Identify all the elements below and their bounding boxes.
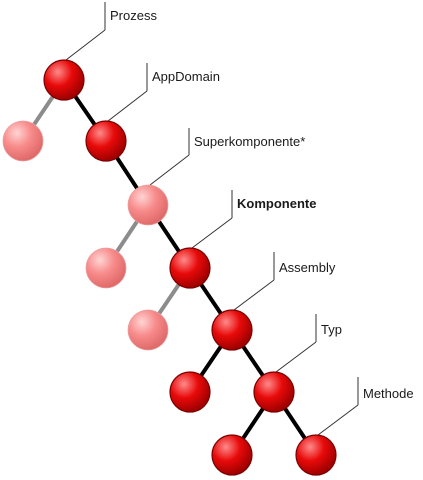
tree-nodes bbox=[2, 59, 337, 476]
callout-leader-prozess bbox=[65, 29, 106, 61]
callout-leader-superkomponente bbox=[149, 154, 190, 186]
label-appdomain: AppDomain bbox=[152, 69, 220, 84]
callout-lines bbox=[65, 2, 359, 436]
node-methode bbox=[295, 434, 337, 476]
node-komponente bbox=[169, 247, 211, 289]
label-assembly: Assembly bbox=[279, 260, 336, 275]
callout-leader-komponente bbox=[191, 217, 233, 249]
callout-leader-appdomain bbox=[107, 90, 148, 122]
label-prozess: Prozess bbox=[110, 8, 157, 23]
node-left-2 bbox=[85, 247, 127, 289]
label-typ: Typ bbox=[321, 322, 342, 337]
callout-leader-typ bbox=[275, 341, 317, 373]
node-left-5 bbox=[211, 434, 253, 476]
callout-leader-methode bbox=[317, 404, 359, 436]
node-prozess bbox=[43, 59, 85, 101]
label-methode: Methode bbox=[363, 386, 414, 401]
node-superkomponente bbox=[127, 184, 169, 226]
node-left-1 bbox=[2, 120, 44, 162]
node-left-3 bbox=[127, 309, 169, 351]
node-appdomain bbox=[85, 120, 127, 162]
callout-leader-assembly bbox=[233, 279, 275, 311]
node-typ bbox=[253, 371, 295, 413]
label-komponente: Komponente bbox=[237, 196, 316, 211]
node-assembly bbox=[211, 309, 253, 351]
node-left-4 bbox=[169, 371, 211, 413]
label-superkomponente: Superkomponente* bbox=[194, 134, 305, 149]
